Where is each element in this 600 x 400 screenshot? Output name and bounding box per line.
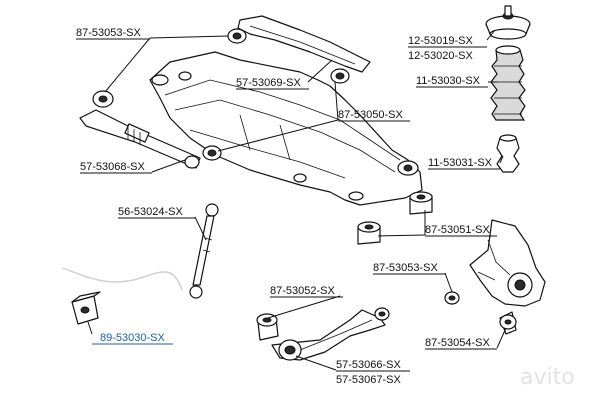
label-text: 57-53069-SX [236,77,301,89]
part-label-87-53050: 87-53050-SX [338,109,410,122]
subframe-bushing-87-53051-b [357,221,381,245]
bushing-rod-end [184,155,200,169]
part-label-57-53066: 57-53066-SX [336,359,410,372]
lower-arm-bushing-large [278,339,302,361]
label-text: 87-53052-SX [270,285,335,297]
part-label-11-53031: 11-53031-SX [428,157,500,170]
label-text: 87-53053-SX [373,262,438,274]
label-text: 12-53020-SX [408,50,473,62]
part-label-89-53030: 89-53030-SX [92,332,173,345]
upper-control-arm [237,15,371,73]
part-label-56-53024: 56-53024-SX [118,206,195,219]
lower-arm-bushing-87-53052 [256,313,279,341]
bushing-87-53053-rod [92,90,114,108]
watermark: avito [520,365,575,390]
watermark-text: avito [520,365,575,390]
label-text: 12-53019-SX [408,35,473,47]
label-text: 87-53053-SX [76,27,141,39]
label-text: 89-53030-SX [100,332,165,344]
label-text: 56-53024-SX [118,206,183,218]
lateral-rod [79,109,201,169]
knuckle-bushing-87-53054 [499,311,517,335]
bushing-87-53050-rod [202,145,222,161]
rear-knuckle [469,219,546,307]
label-text: 11-53030-SX [416,75,481,87]
part-label-12-53019: 12-53019-SX [408,35,487,48]
label-text: 87-53051-SX [425,224,490,236]
strut-mount [485,5,531,40]
label-text: 11-53031-SX [428,157,493,169]
part-label-57-53068: 57-53068-SX [80,161,152,174]
subframe-bushing-right [397,160,419,176]
label-text: 87-53050-SX [338,109,403,121]
part-label-87-53053-top: 87-53053-SX [76,27,150,40]
part-label-87-53053-knuckle: 87-53053-SX [373,262,446,275]
lower-arm-bushing-end [374,307,390,321]
label-text: 57-53068-SX [80,161,145,173]
bump-stop [496,134,520,173]
knuckle-bushing-87-53053 [444,291,460,305]
part-label-57-53067: 57-53067-SX [336,374,401,386]
part-label-57-53069: 57-53069-SX [236,77,309,90]
dust-boot [490,45,526,121]
stabilizer-bushing-89-53030 [71,291,101,325]
part-label-11-53030: 11-53030-SX [416,75,488,88]
label-text: 57-53067-SX [336,374,401,386]
part-label-87-53054: 87-53054-SX [425,337,497,350]
label-text: 57-53066-SX [336,359,401,371]
leader-lines [87,29,507,371]
part-label-12-53020: 12-53020-SX [408,50,473,62]
stabilizer-bar [61,267,183,291]
stabilizer-link [189,203,219,299]
bushing-87-53053-top [227,28,247,44]
part-label-87-53051: 87-53051-SX [425,224,497,237]
bushing-87-53050-top [330,68,350,84]
part-label-87-53052: 87-53052-SX [270,285,343,298]
label-text: 87-53054-SX [425,337,490,349]
rear-subframe [149,51,423,206]
subframe-bushing-87-53051-a [409,191,433,215]
